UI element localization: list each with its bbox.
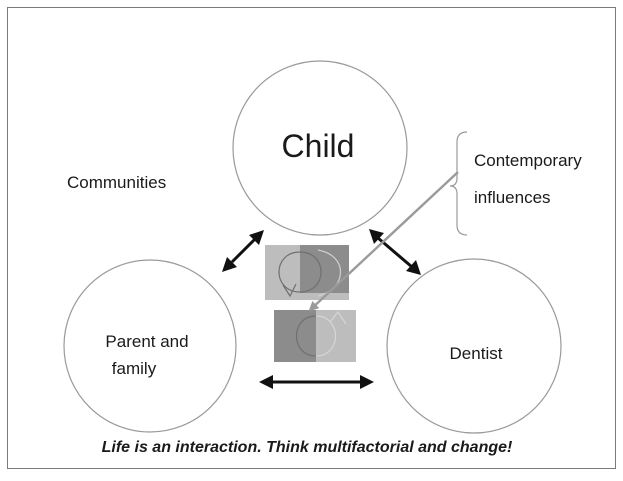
dentist-circle (386, 258, 562, 434)
influence-arrow-icon (308, 171, 459, 312)
node-child: Child (232, 60, 408, 236)
parent-family-label-line2: family (112, 359, 157, 378)
child-label: Child (282, 128, 355, 164)
cycle-icon (265, 245, 349, 300)
communities-label: Communities (67, 173, 166, 192)
double-arrow-icon (222, 230, 264, 272)
caption: Life is an interaction. Think multifacto… (102, 439, 513, 456)
parent-family-label-line1: Parent and (105, 332, 188, 351)
node-dentist: Dentist (386, 258, 562, 434)
parent-family-circle (63, 259, 237, 433)
influences-label-line1: Contemporary (474, 151, 582, 170)
cycle-icon (274, 310, 356, 362)
double-arrow-icon (259, 375, 374, 389)
child-circle (232, 60, 408, 236)
node-parent-family: Parent and family (63, 259, 237, 433)
influences-label-line2: influences (474, 188, 551, 207)
brace-icon (449, 131, 468, 236)
dentist-label: Dentist (450, 344, 503, 363)
